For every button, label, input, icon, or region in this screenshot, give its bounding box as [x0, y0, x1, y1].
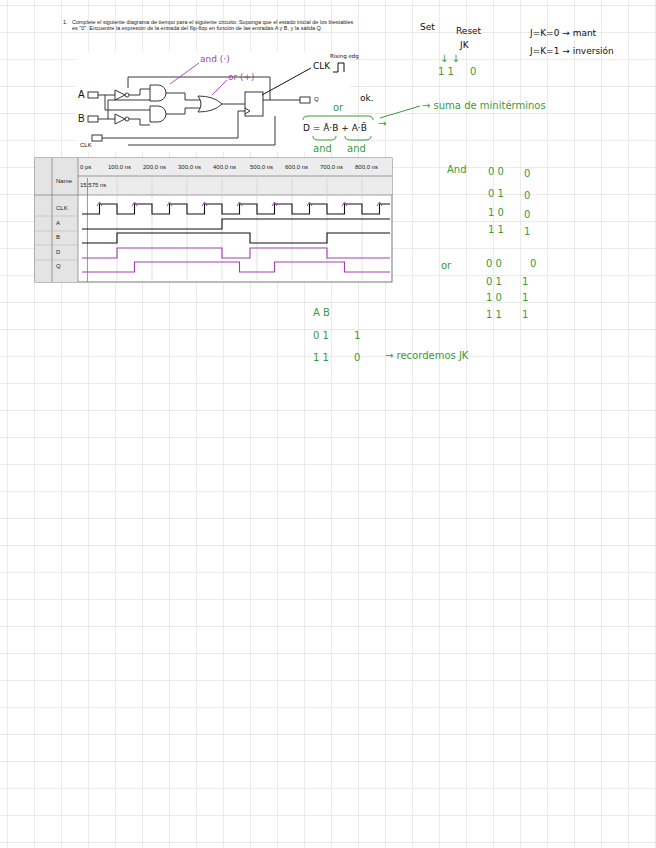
- timing-diagram: [35, 158, 392, 282]
- handwritten-note: 0 0: [486, 258, 502, 270]
- rising-edge-mark: [342, 202, 347, 206]
- expression-brackets: [303, 116, 373, 140]
- timing-label: Q: [56, 263, 61, 270]
- timing-label: Name: [56, 178, 72, 185]
- timing-label: 300,0 ns: [178, 164, 201, 171]
- handwritten-note: and: [347, 143, 366, 155]
- handwritten-note: 1: [522, 292, 528, 304]
- d-wave: [82, 248, 390, 258]
- handwritten-note: 0: [524, 168, 530, 180]
- handwritten-note: J=K=0 → mant: [530, 28, 596, 38]
- q-wave: [82, 262, 390, 272]
- handwritten-note: 0 1: [313, 330, 329, 342]
- rising-edge-mark: [167, 202, 172, 206]
- time-gridline: [327, 178, 328, 282]
- handwritten-note: →: [378, 118, 386, 130]
- handwritten-note: A B: [313, 307, 330, 319]
- b-wave: [82, 233, 390, 243]
- signal-name: CLK: [80, 142, 92, 149]
- handwritten-note: 1 1: [488, 224, 504, 236]
- rising-edge-mark: [272, 202, 277, 206]
- handwritten-note: 1: [354, 330, 360, 342]
- timing-label: 0 ps: [80, 164, 91, 171]
- timing-label: 100,0 ns: [108, 164, 131, 171]
- handwritten-note: 0: [354, 352, 360, 364]
- timing-label: B: [56, 234, 60, 241]
- timing-label: A: [56, 220, 60, 227]
- rising-edge-mark: [237, 202, 242, 206]
- handwritten-note: ok.: [360, 93, 374, 103]
- timing-label: D: [56, 249, 60, 256]
- handwritten-note: 1: [522, 276, 528, 288]
- handwritten-note: And: [447, 164, 467, 176]
- time-cursor: [87, 178, 88, 282]
- signal-name: A: [78, 89, 85, 101]
- handwritten-note: 0: [530, 258, 536, 270]
- timing-label: 700,0 ns: [320, 164, 343, 171]
- signal-name: Q: [314, 96, 319, 103]
- handwritten-note: 0 1: [488, 188, 504, 200]
- time-gridline: [292, 178, 293, 282]
- rising-edge-mark: [132, 202, 137, 206]
- timing-label: 600,0 ns: [285, 164, 308, 171]
- rising-edge-mark: [377, 202, 382, 206]
- handwritten-note: 1 1: [486, 309, 502, 321]
- handwritten-note: Reset: [456, 26, 481, 36]
- rising-edge-mark: [202, 202, 207, 206]
- time-gridline: [117, 178, 118, 282]
- handwritten-note: 0: [470, 66, 476, 78]
- circuit: [76, 52, 350, 152]
- signal-name: B: [78, 113, 85, 125]
- time-gridline: [257, 178, 258, 282]
- problem-text: 1.: [63, 19, 68, 25]
- handwritten-note: 1 1: [438, 66, 454, 78]
- handwritten-note: 1: [524, 226, 530, 238]
- handwritten-note: 1 1: [313, 352, 329, 364]
- handwritten-note: Rising edg: [330, 53, 359, 59]
- rising-edge-mark: [307, 202, 312, 206]
- clk-callout: [262, 63, 344, 95]
- waveforms: [82, 178, 390, 282]
- handwritten-note: and: [313, 143, 332, 155]
- expression: D = Ā·B + A·B̄: [303, 123, 367, 133]
- handwritten-note: 0 0: [488, 166, 504, 178]
- handwritten-note: Set: [420, 22, 435, 32]
- a-wave: [82, 219, 390, 229]
- problem-text: Complete el siguiente diagrama de tiempo…: [72, 19, 357, 32]
- handwritten-note: J=K=1 → inversión: [530, 46, 614, 56]
- handwritten-note: → recordemos JK: [385, 350, 468, 362]
- gate-note: and (·): [200, 54, 230, 64]
- handwritten-note: or: [441, 260, 451, 272]
- timing-label: 15.575 ns: [80, 182, 106, 189]
- handwritten-note: 1 0: [488, 207, 504, 219]
- handwritten-note: 0: [524, 190, 530, 202]
- clk-wave: [82, 204, 390, 214]
- handwritten-note: 1: [522, 309, 528, 321]
- time-gridline: [362, 178, 363, 282]
- gate-note: or (+): [228, 72, 255, 82]
- rising-edge-mark: [97, 202, 102, 206]
- timing-label: 400,0 ns: [213, 164, 236, 171]
- handwritten-note: 0 1: [486, 276, 502, 288]
- time-gridline: [187, 178, 188, 282]
- handwritten-note: ↓ ↓: [440, 53, 460, 65]
- timing-label: 200,0 ns: [143, 164, 166, 171]
- time-gridline: [152, 178, 153, 282]
- handwritten-note: 0: [524, 209, 530, 221]
- handwritten-note: or: [333, 102, 343, 114]
- handwritten-note: → suma de minitérminos: [422, 100, 546, 112]
- timing-label: CLK: [56, 205, 68, 212]
- handwritten-note: CLK: [313, 61, 330, 71]
- timing-label: 500,0 ns: [250, 164, 273, 171]
- time-gridline: [222, 178, 223, 282]
- handwritten-note: 1 0: [486, 292, 502, 304]
- green-arrows: [380, 106, 420, 118]
- timing-label: 800,0 ns: [355, 164, 378, 171]
- gate-leaders: [170, 63, 227, 95]
- handwritten-note: JK: [460, 40, 469, 50]
